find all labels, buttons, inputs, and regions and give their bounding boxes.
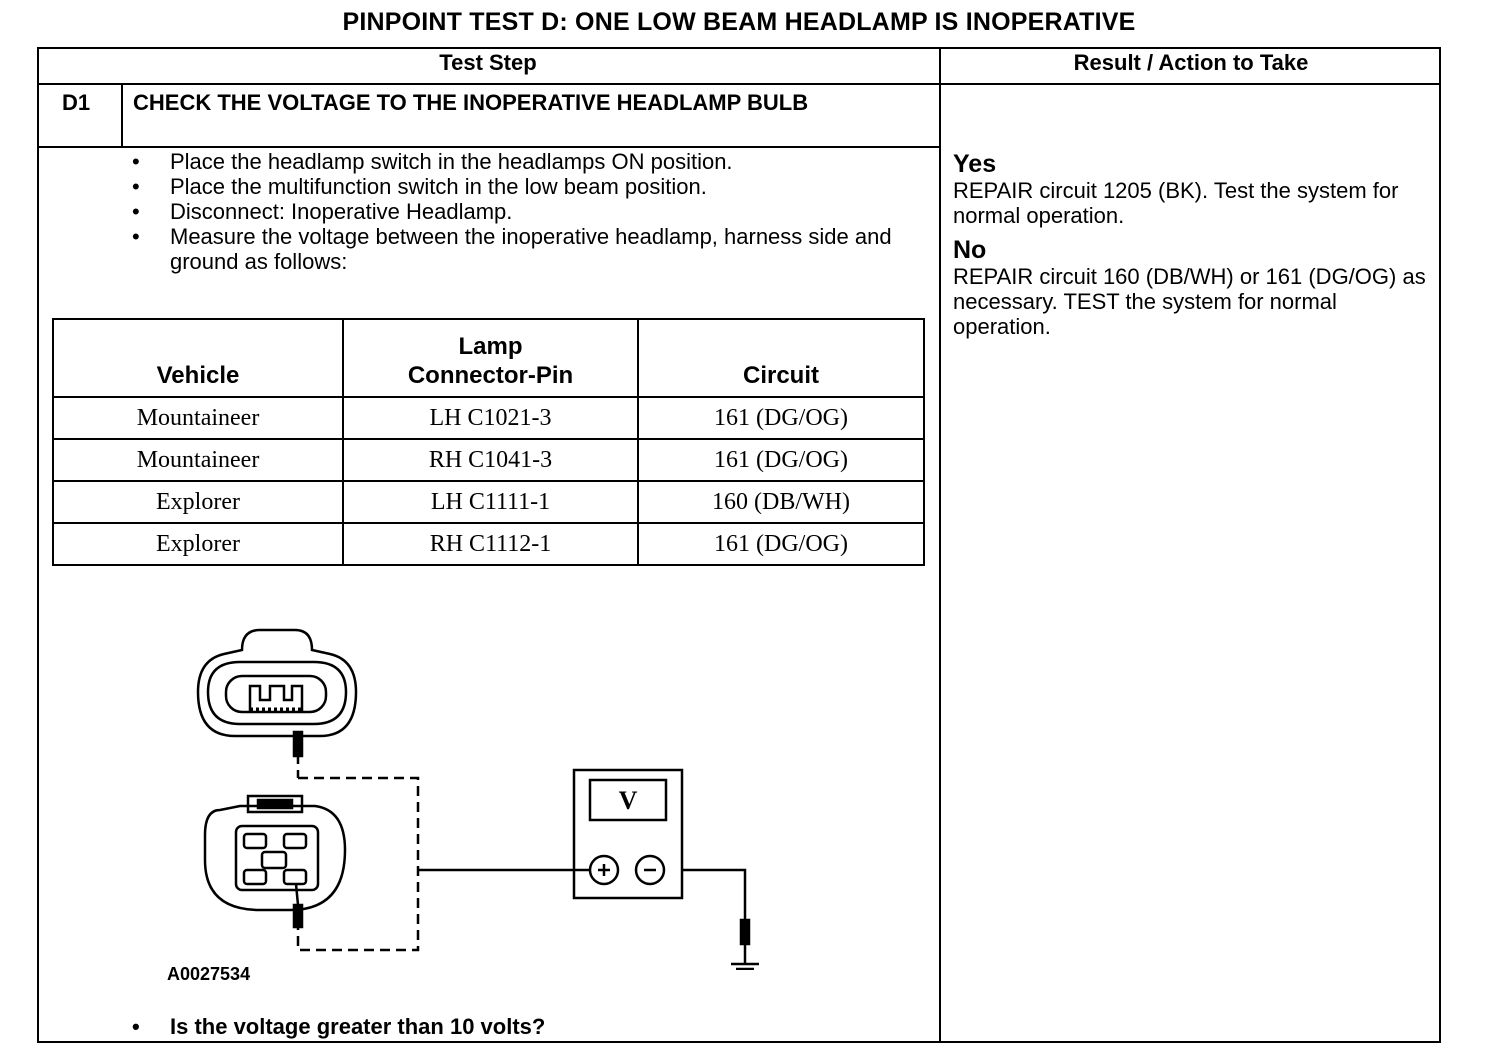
headlamp-bulb-icon: [196, 628, 358, 738]
cell-circuit: 161 (DG/OG): [637, 522, 925, 566]
step-id: D1: [62, 90, 91, 115]
cell-connector-pin: RH C1112-1: [342, 522, 639, 566]
test-table-frame: [37, 47, 1441, 1043]
result-yes-label: Yes: [953, 150, 997, 178]
cell-circuit: 160 (DB/WH): [637, 480, 925, 524]
header-divider: [37, 83, 1441, 85]
result-no-label: No: [953, 236, 987, 264]
column-header-connector-pin: Lamp Connector-Pin: [342, 318, 639, 398]
result-panel: Yes REPAIR circuit 1205 (BK). Test the s…: [953, 150, 1433, 347]
result-no-text: REPAIR circuit 160 (DB/WH) or 161 (DG/OG…: [953, 264, 1426, 339]
instruction-item: Measure the voltage between the inoperat…: [132, 224, 922, 274]
step-question: •Is the voltage greater than 10 volts?: [132, 1014, 546, 1039]
meter-symbol: V: [619, 786, 638, 815]
step-title-divider: [37, 146, 941, 148]
step-id-divider: [121, 83, 123, 148]
table-row: Mountaineer RH C1041-3 161 (DG/OG): [52, 438, 925, 482]
cell-connector-pin: LH C1111-1: [342, 480, 639, 524]
harness-connector-icon: [203, 794, 347, 912]
column-divider: [939, 47, 941, 1043]
cell-vehicle: Mountaineer: [52, 396, 344, 440]
cell-connector-pin: LH C1021-3: [342, 396, 639, 440]
table-row: Explorer LH C1111-1 160 (DB/WH): [52, 480, 925, 524]
instruction-item: Disconnect: Inoperative Headlamp.: [132, 199, 922, 224]
instruction-list: Place the headlamp switch in the headlam…: [132, 149, 922, 274]
instruction-item: Place the headlamp switch in the headlam…: [132, 149, 922, 174]
ground-icon: [731, 944, 759, 970]
cell-circuit: 161 (DG/OG): [637, 396, 925, 440]
voltage-test-diagram: V: [196, 628, 759, 970]
cell-vehicle: Mountaineer: [52, 438, 344, 482]
header-test-step: Test Step: [439, 50, 537, 75]
column-header-circuit: Circuit: [637, 318, 925, 398]
result-yes-text: REPAIR circuit 1205 (BK). Test the syste…: [953, 178, 1399, 228]
page-title: PINPOINT TEST D: ONE LOW BEAM HEADLAMP I…: [342, 8, 1136, 36]
voltmeter-icon: [572, 768, 684, 900]
cell-connector-pin: RH C1041-3: [342, 438, 639, 482]
step-title: CHECK THE VOLTAGE TO THE INOPERATIVE HEA…: [133, 90, 809, 115]
column-header-vehicle: Vehicle: [52, 318, 344, 398]
instruction-item: Place the multifunction switch in the lo…: [132, 174, 922, 199]
cell-vehicle: Explorer: [52, 480, 344, 524]
table-row: Explorer RH C1112-1 161 (DG/OG): [52, 522, 925, 566]
header-result-action: Result / Action to Take: [1073, 50, 1309, 75]
cell-vehicle: Explorer: [52, 522, 344, 566]
table-row: Mountaineer LH C1021-3 161 (DG/OG): [52, 396, 925, 440]
connector-pin-table: Vehicle Lamp Connector-Pin Circuit Mount…: [52, 318, 925, 566]
cell-circuit: 161 (DG/OG): [637, 438, 925, 482]
figure-id: A0027534: [167, 964, 251, 984]
table-header-row: Vehicle Lamp Connector-Pin Circuit: [52, 318, 925, 398]
question-text: Is the voltage greater than 10 volts?: [170, 1014, 546, 1039]
